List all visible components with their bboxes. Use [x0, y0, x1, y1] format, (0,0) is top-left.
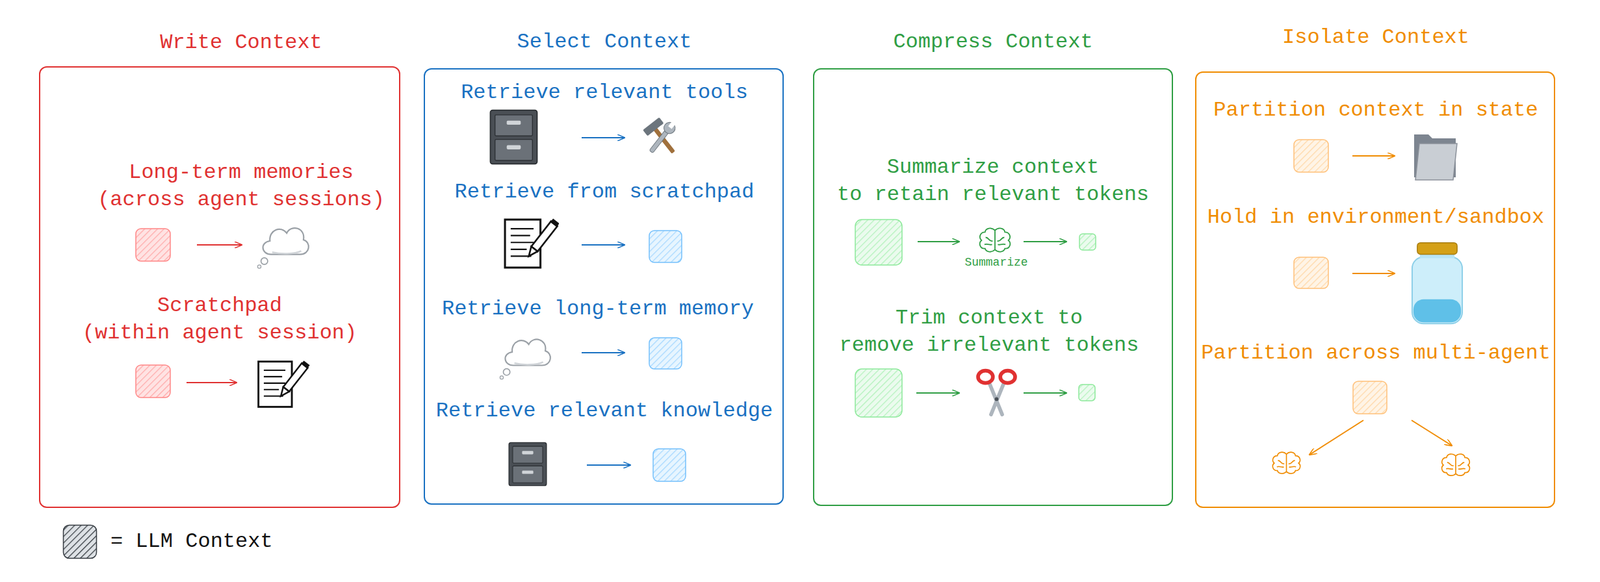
legend-item: = LLM Context [62, 524, 323, 560]
illustration-part [1412, 243, 1463, 325]
illustration-part [1353, 381, 1387, 414]
panel-heading: Compress Context [765, 28, 1221, 56]
illustration-part [586, 464, 631, 466]
context-panel: Select ContextRetrieve relevant toolsRet… [423, 68, 784, 505]
illustration-part [855, 219, 903, 266]
select-context-art [490, 110, 687, 487]
illustration-part [490, 110, 538, 165]
item-label: Trim context to remove irrelevant tokens [761, 304, 1217, 360]
write-context-art [135, 228, 310, 407]
panel-heading: Isolate Context [1148, 24, 1600, 52]
item-label: Retrieve long-term memory [370, 295, 826, 323]
illustration-part [1023, 241, 1067, 243]
illustration-part [196, 244, 242, 246]
item-label: Partition across multi-agent [1148, 339, 1600, 368]
illustration-part [135, 228, 171, 262]
illustration-part [916, 392, 960, 394]
illustration-part [581, 244, 625, 246]
illustration-part [186, 382, 237, 384]
isolate-context-art [1272, 134, 1470, 476]
compress-context-art [855, 219, 1096, 418]
context-panel: Write ContextLong-term memories (across … [38, 66, 401, 509]
item-label: Retrieve relevant tools [376, 79, 832, 107]
legend-swatch [62, 524, 98, 560]
illustration-part [917, 241, 960, 243]
illustration-part [978, 371, 1016, 415]
illustration-part [1079, 233, 1096, 251]
legend-label: = LLM Context [110, 528, 273, 556]
illustration-part [135, 365, 171, 398]
illustration-part [1023, 392, 1067, 394]
illustration-part [1442, 454, 1471, 476]
illustration-part [1352, 272, 1395, 275]
legend-swatch-fill [63, 525, 97, 559]
illustration-part [581, 352, 625, 354]
illustration-part [1309, 420, 1364, 455]
illustration-part [855, 369, 903, 418]
illustration-part [649, 230, 682, 263]
illustration-part [1293, 257, 1329, 289]
illustration-part [980, 228, 1011, 253]
item-label: Partition context in state [1148, 96, 1600, 125]
illustration-part [1414, 134, 1458, 181]
context-panel: Compress ContextSummarize context to ret… [812, 68, 1174, 507]
item-label: Summarize context to retain relevant tok… [765, 154, 1221, 209]
illustration-part [1272, 452, 1300, 474]
illustration-part [257, 228, 309, 269]
item-label: Long-term memories (across agent session… [13, 159, 469, 214]
item-label: Scratchpad (within agent session) [0, 292, 448, 348]
item-label: Retrieve from scratchpad [376, 178, 832, 207]
panel-heading: Select Context [376, 28, 832, 56]
panel-heading: Write Context [13, 29, 469, 57]
illustration-part [653, 449, 686, 482]
illustration-part [499, 339, 551, 379]
illustration-part [258, 360, 310, 407]
illustration-part [581, 137, 625, 139]
item-label: Hold in environment/sandbox [1148, 204, 1600, 232]
item-label: Retrieve relevant knowledge [376, 397, 832, 426]
illustration-part [508, 442, 547, 486]
illustration-part [1078, 384, 1096, 401]
illustration-part [649, 337, 682, 370]
context-panel: Isolate ContextPartition context in stat… [1195, 71, 1556, 509]
illustration-part [504, 218, 560, 268]
illustration-part [1293, 139, 1329, 173]
illustration-part [642, 117, 682, 160]
item-label: Summarize [768, 255, 1224, 270]
illustration-part [1411, 420, 1452, 446]
illustration-part [1352, 155, 1395, 157]
